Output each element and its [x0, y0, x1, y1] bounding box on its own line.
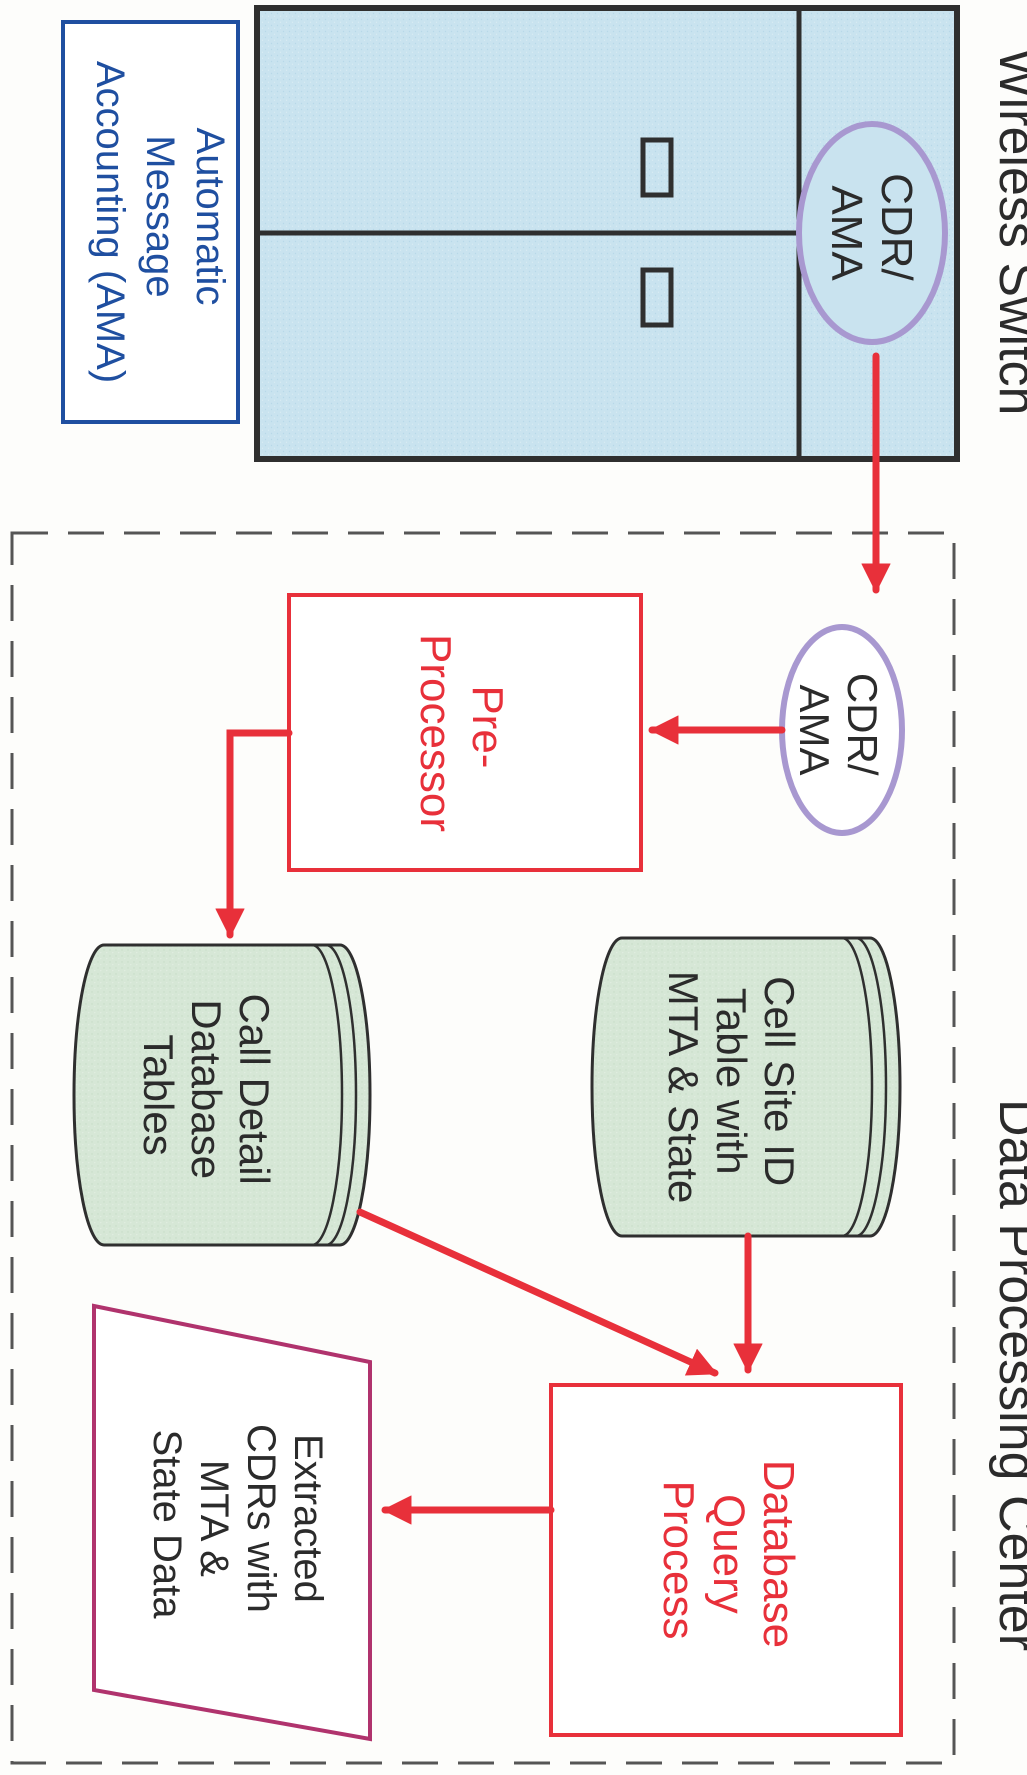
preprocessor-line-2: Processor — [411, 634, 460, 832]
arrow-call-detail-to-query — [356, 1208, 719, 1377]
cell-site-line-3: MTA & State — [660, 971, 707, 1204]
preprocessor-box: Pre- Processor — [287, 593, 643, 872]
svg-text:Pre- Processor: Pre- Processor — [411, 634, 512, 832]
cell-site-id-table-database: Cell Site ID Table with MTA & State — [590, 936, 902, 1238]
call-detail-line-2: Database — [183, 999, 230, 1179]
ama-line-3: Accounting (AMA) — [88, 61, 132, 383]
query-line-2: Query — [704, 1494, 753, 1614]
call-detail-line-3: Tables — [135, 1034, 182, 1155]
call-detail-line-1: Call Detail — [231, 993, 278, 1184]
switch-cdr-ama-oval: CDR/ AMA — [796, 121, 948, 345]
ama-line-1: Automatic — [188, 128, 232, 306]
cell-site-line-2: Table with — [708, 988, 755, 1175]
database-query-process-box: Database Query Process — [549, 1383, 903, 1737]
switch-cdr-line-1: CDR/ — [872, 173, 921, 281]
svg-text:Extracted CDRs with: Extracted CDRs with MTA & State Data — [145, 1424, 330, 1624]
dpc-cdr-ama-oval: CDR/ AMA — [779, 624, 905, 836]
cabinet-handle-top — [640, 137, 674, 198]
extracted-line-1: Extracted — [286, 1434, 330, 1603]
cabinet-handle-bottom — [640, 267, 674, 328]
svg-text:CDR/ AMA: CDR/ AMA — [791, 673, 886, 787]
extracted-cdrs-output: Extracted CDRs with MTA & State Data — [92, 1303, 372, 1742]
arrow-preprocessor-to-call-detail — [215, 729, 293, 939]
preprocessor-line-1: Pre- — [463, 685, 512, 768]
extracted-line-4: State Data — [145, 1429, 189, 1619]
svg-text:Database Query Pro: Database Query Process — [654, 1460, 803, 1661]
svg-text:Automatic Message: Automatic Message Accounting (AMA) — [88, 61, 232, 383]
ama-line-2: Message — [138, 135, 182, 297]
wireless-switch-title: Wireless Switch — [988, 49, 1027, 416]
ama-box: Automatic Message Accounting (AMA) — [61, 20, 240, 424]
cell-site-line-1: Cell Site ID — [756, 976, 803, 1186]
data-processing-center-title: Data Processing Center — [988, 1099, 1027, 1651]
query-line-1: Database — [754, 1460, 803, 1648]
svg-text:Call Detail Database: Call Detail Database Tables — [135, 993, 278, 1196]
svg-text:CDR/ AMA: CDR/ AMA — [822, 173, 921, 293]
data-processing-center-boundary — [10, 531, 956, 1765]
query-line-3: Process — [654, 1481, 703, 1640]
extracted-line-2: CDRs with — [239, 1424, 283, 1613]
extracted-line-3: MTA & — [192, 1460, 236, 1577]
call-detail-database-tables: Call Detail Database Tables — [72, 943, 372, 1247]
dpc-cdr-line-2: AMA — [791, 684, 838, 775]
dpc-cdr-line-1: CDR/ — [839, 673, 886, 776]
switch-cdr-line-2: AMA — [822, 185, 871, 281]
svg-text:Cell Site ID Table with: Cell Site ID Table with MTA & State — [660, 971, 803, 1204]
